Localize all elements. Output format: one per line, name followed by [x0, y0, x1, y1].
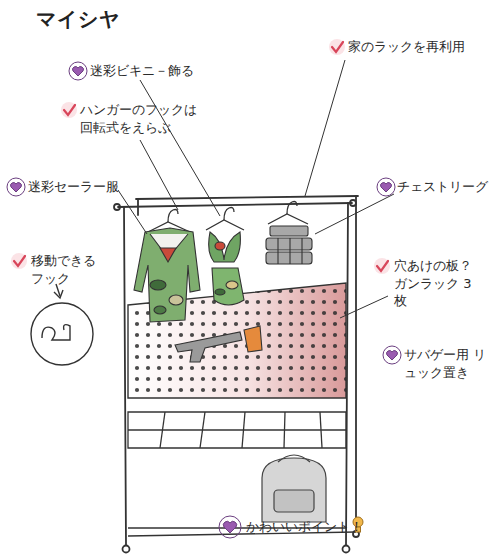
gun — [175, 326, 262, 362]
check-marks-part — [14, 256, 25, 266]
leader-lines-part — [340, 296, 388, 318]
camo-bikini-part — [215, 242, 225, 250]
callout-label: 迷彩セーラー服 — [28, 178, 138, 196]
leader-lines-part — [118, 190, 147, 234]
check-marks-part — [11, 253, 27, 269]
chest-rig — [266, 226, 312, 264]
rack-frame — [114, 196, 359, 553]
wire-shelf-part — [200, 412, 205, 448]
backpack — [262, 455, 326, 522]
callout-label: チェストリーグ — [397, 178, 492, 196]
rack-frame-part — [123, 546, 130, 553]
leader-lines — [118, 60, 394, 318]
backpack-part — [262, 458, 326, 522]
leader-lines-part — [315, 194, 394, 234]
wire-shelf — [128, 412, 356, 536]
heart-marks-part — [69, 62, 87, 80]
legend-heart-part — [219, 516, 241, 538]
chest-rig-part — [266, 238, 312, 250]
heart-marks-part — [377, 178, 395, 196]
callout-label: サバゲー用 リュック置き — [404, 346, 490, 381]
heart-marks-part — [73, 67, 84, 76]
movable-hook-part — [54, 290, 63, 298]
heart-marks-part — [381, 183, 392, 192]
camo-bikini-part — [209, 232, 241, 262]
callout-label: 迷彩ビキニ－飾る — [90, 62, 240, 80]
chest-rig-part — [301, 238, 302, 264]
callout-label: 移動できる フック — [31, 252, 103, 287]
heart-marks — [7, 62, 401, 364]
movable-hook-part — [31, 303, 93, 365]
check-marks-part — [64, 105, 75, 115]
heart-marks-part — [387, 351, 398, 360]
rack-frame-part — [355, 196, 357, 530]
title: マイシヤ — [36, 6, 120, 33]
wire-shelf-part — [128, 412, 346, 448]
check-marks-part — [329, 39, 345, 55]
check-marks-part — [377, 261, 388, 271]
camo-bikini-part — [215, 289, 225, 295]
rack-frame-part — [343, 546, 350, 553]
check-marks — [11, 39, 390, 274]
callout-label: 家のラックを再利用 — [348, 38, 478, 56]
camo-bikini-part — [212, 268, 244, 305]
heart-marks-part — [11, 183, 22, 192]
sailor-uniform — [134, 228, 200, 322]
sailor-uniform-part — [150, 280, 166, 290]
rack-frame-part — [136, 196, 358, 199]
check-marks-part — [61, 102, 77, 118]
movable-hook — [31, 284, 93, 365]
heart-marks-part — [7, 178, 25, 196]
wire-shelf-part — [320, 412, 322, 448]
hangers-part — [168, 210, 178, 223]
callout-label: ハンガーのフックは 回転式をえらぶ — [80, 101, 202, 136]
wire-shelf-part — [284, 412, 285, 448]
sailor-uniform-part — [160, 248, 176, 262]
sailor-uniform-part — [134, 228, 200, 322]
heart-marks-part — [383, 346, 401, 364]
chest-rig-part — [289, 238, 290, 264]
rack-frame-part — [350, 200, 356, 206]
rack-frame-part — [124, 207, 126, 545]
rack-frame-part — [137, 199, 139, 215]
gun-part — [175, 332, 242, 362]
leader-lines-part — [305, 60, 345, 196]
sailor-uniform-part — [154, 306, 166, 314]
legend-heart-part — [223, 521, 236, 533]
callout-label: 穴あけの板？ ガンラック 3枚 — [394, 257, 482, 310]
chest-rig-part — [277, 238, 278, 264]
wire-shelf-part — [160, 412, 165, 448]
camo-bikini — [209, 232, 244, 305]
camo-bikini-part — [226, 281, 238, 289]
legend-heart — [219, 516, 241, 538]
legend-text: かわいいポイント！ — [246, 518, 363, 536]
check-marks-part — [374, 258, 390, 274]
hangers-part — [268, 214, 308, 224]
chest-rig-part — [270, 226, 308, 236]
sailor-uniform-part — [169, 295, 183, 305]
chest-rig-part — [266, 252, 312, 264]
leader-lines-part — [140, 80, 220, 216]
hangers-part — [224, 208, 234, 221]
movable-hook-part — [42, 325, 70, 340]
gun-part — [244, 326, 262, 352]
hangers-part — [206, 220, 244, 230]
backpack-part — [274, 490, 314, 512]
wire-shelf-part — [128, 429, 346, 430]
hangers-part — [287, 202, 297, 215]
leader-lines-part — [140, 140, 178, 210]
check-marks-part — [332, 42, 343, 52]
wire-shelf-part — [242, 412, 245, 448]
backpack-part — [278, 455, 310, 462]
rack-frame-part — [118, 203, 352, 207]
rack-frame-part — [114, 204, 120, 210]
